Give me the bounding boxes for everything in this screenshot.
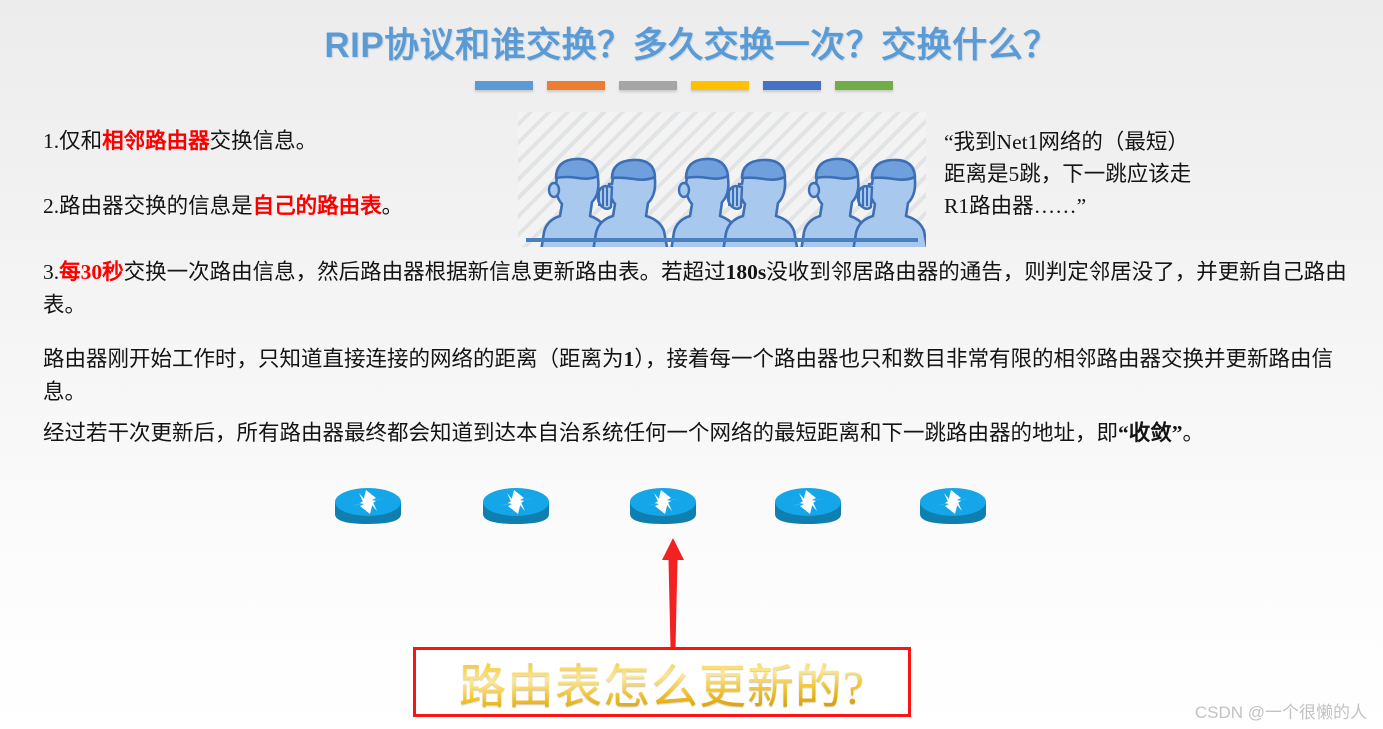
- router-icon: [628, 484, 698, 532]
- point-3: 3.每30秒交换一次路由信息，然后路由器根据新信息更新路由表。若超过180s没收…: [43, 256, 1348, 321]
- question-callout-box: 路由表怎么更新的?: [413, 647, 911, 717]
- bar-orange: [547, 81, 605, 90]
- router-icon: [773, 484, 843, 532]
- point-2-number: 2.: [43, 194, 60, 218]
- paragraph-4-c: ），接着每一个路由器也只和数目非常有限的相邻路由器交换并更新路由信息。: [43, 347, 1334, 404]
- point-3-post: 没收到邻居路由器的通告，则判定邻居没了，并更新自己路由表。: [43, 260, 1347, 317]
- paragraph-4: 路由器刚开始工作时，只知道直接连接的网络的距离（距离为1），接着每一个路由器也只…: [43, 343, 1348, 408]
- speech-quote: “我到Net1网络的（最短） 距离是5跳，下一跳应该走 R1路由器……”: [944, 127, 1284, 222]
- point-3-bold-180s: 180s: [725, 260, 767, 284]
- people-whispering-illustration: [518, 112, 926, 247]
- point-1: 1.仅和相邻路由器交换信息。: [43, 128, 513, 156]
- page-title: RIP协议和谁交换？多久交换一次？交换什么？: [324, 26, 1059, 65]
- point-2: 2.路由器交换的信息是自己的路由表。: [43, 193, 523, 221]
- router-icon: [333, 484, 403, 532]
- paragraph-5-c: 。: [1182, 421, 1205, 445]
- quote-line-3: R1路由器……”: [944, 193, 1087, 218]
- router-row: [333, 484, 986, 532]
- point-1-number: 1.: [43, 129, 60, 153]
- bar-gray: [619, 81, 677, 90]
- point-1-highlight: 相邻路由器: [102, 129, 210, 153]
- point-2-post: 。: [381, 194, 404, 218]
- router-icon: [918, 484, 988, 532]
- csdn-watermark: CSDN @一个很懒的人: [1194, 703, 1367, 722]
- point-2-highlight: 自己的路由表: [252, 194, 382, 218]
- router-icon: [481, 484, 551, 532]
- question-callout-text: 路由表怎么更新的?: [459, 648, 865, 717]
- bar-green: [835, 81, 893, 90]
- point-2-pre: 路由器交换的信息是: [59, 194, 253, 218]
- paragraph-4-a: 路由器刚开始工作时，只知道直接连接的网络的距离（距离为: [43, 347, 624, 371]
- paragraph-5-a: 经过若干次更新后，所有路由器最终都会知道到达本自治系统任何一个网络的最短距离和下…: [43, 421, 1119, 445]
- bar-dark-blue: [763, 81, 821, 90]
- point-1-post: 交换信息。: [209, 129, 318, 153]
- paragraph-4-distance-value: 1: [623, 347, 635, 371]
- paragraph-5: 经过若干次更新后，所有路由器最终都会知道到达本自治系统任何一个网络的最短距离和下…: [43, 417, 1353, 450]
- point-3-number: 3.: [43, 260, 60, 284]
- point-3-highlight: 每30秒: [59, 260, 124, 284]
- accent-bar-group: [475, 81, 893, 90]
- paragraph-5-convergence-term: “收敛”: [1118, 421, 1183, 445]
- bar-yellow: [691, 81, 749, 90]
- quote-line-2: 距离是5跳，下一跳应该走: [944, 161, 1192, 186]
- bar-blue: [475, 81, 533, 90]
- point-3-mid: 交换一次路由信息，然后路由器根据新信息更新路由表。若超过: [123, 260, 726, 284]
- red-up-arrow: [653, 538, 693, 650]
- quote-line-1: “我到Net1网络的（最短）: [944, 130, 1189, 154]
- point-1-pre: 仅和: [59, 129, 103, 153]
